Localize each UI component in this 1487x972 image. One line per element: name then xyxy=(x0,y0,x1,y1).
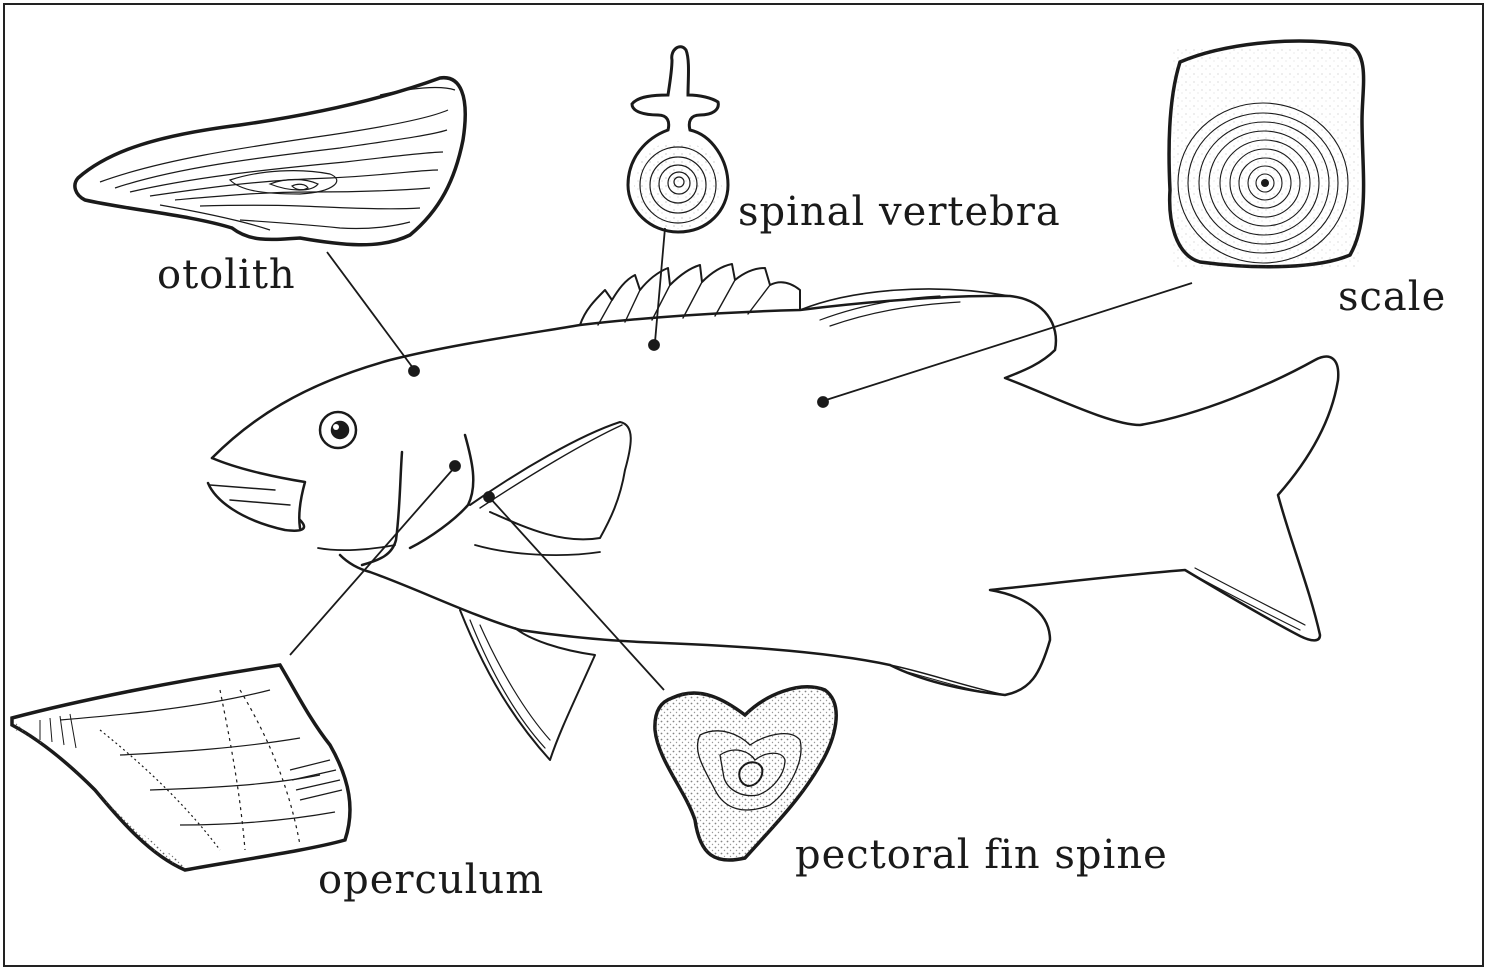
label-scale: scale xyxy=(1338,274,1446,320)
dorsal-fin-rays xyxy=(598,280,770,325)
fish-pelvic-fin xyxy=(460,610,595,760)
fish-lower-jaw xyxy=(208,483,304,531)
fish-pectoral-fin xyxy=(470,422,631,539)
label-otolith: otolith xyxy=(157,252,296,298)
otolith-location-dot xyxy=(409,366,419,376)
operculum-drawing xyxy=(12,665,350,870)
scale-drawing xyxy=(1169,41,1364,268)
vertebra-location-dot xyxy=(649,340,659,350)
fish xyxy=(208,264,1338,760)
fish-anal-fin xyxy=(890,665,1005,695)
fish-pupil xyxy=(332,422,348,438)
fish-preopercle xyxy=(410,435,473,548)
label-pectoral-fin-spine: pectoral fin spine xyxy=(795,832,1168,878)
operculum-location-dot xyxy=(450,461,460,471)
fin-spine-location-dot xyxy=(484,492,494,502)
label-operculum: operculum xyxy=(318,857,544,903)
fish-upper-jaw xyxy=(212,458,305,528)
otolith-drawing xyxy=(75,78,465,245)
label-spinal-vertebra: spinal vertebra xyxy=(738,189,1061,235)
fish-body-outline xyxy=(212,296,1338,695)
vertebra-drawing xyxy=(628,47,728,232)
leader-lines xyxy=(290,228,1192,690)
scale-location-dot xyxy=(818,397,828,407)
